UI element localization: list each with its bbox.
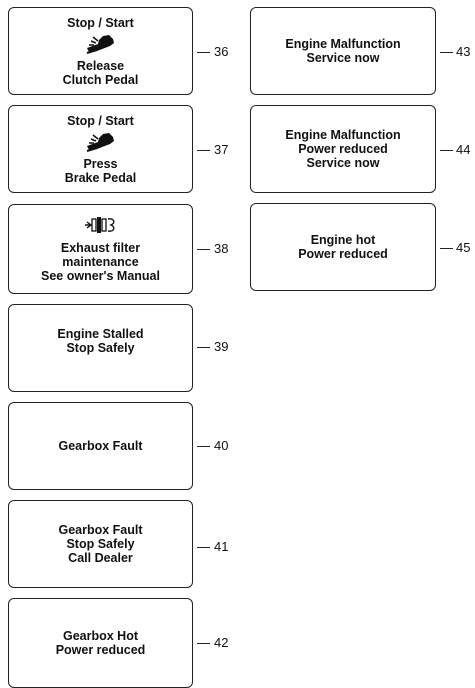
leader-line [197,150,210,151]
leader-line [197,446,210,447]
panel-message: Gearbox Hot Power reduced [55,629,146,657]
panel-message: Gearbox Fault [58,439,143,453]
message-panel-42: Gearbox Hot Power reduced [8,598,193,688]
leader-line [440,248,453,249]
panel-message: Engine Malfunction Service now [285,37,401,65]
reference-number: 42 [214,635,229,650]
reference-number: 39 [214,339,229,354]
message-panel-44: Engine Malfunction Power reduced Service… [250,105,436,193]
message-panel-45: Engine hot Power reduced [250,203,436,291]
panel-header: Stop / Start [67,113,134,128]
message-panel-37: Stop / Start Press Brake Pedal [8,105,193,193]
reference-number: 36 [214,44,229,59]
leader-line [197,347,210,348]
leader-line [197,249,210,250]
reference-number: 38 [214,241,229,256]
leader-line [440,52,453,53]
foot-pedal-icon [86,34,114,54]
message-panel-38: Exhaust filter maintenance See owner's M… [8,204,193,294]
reference-number: 44 [456,142,471,157]
message-panel-39: Engine Stalled Stop Safely [8,304,193,392]
panel-header: Stop / Start [67,15,134,30]
reference-number: 40 [214,438,229,453]
leader-line [197,52,210,53]
message-panel-40: Gearbox Fault [8,402,193,490]
panel-message: Engine Stalled Stop Safely [57,327,144,355]
leader-line [197,643,210,644]
panel-message: Engine hot Power reduced [298,233,388,261]
reference-number: 45 [456,240,471,255]
message-panel-41: Gearbox Fault Stop Safely Call Dealer [8,500,193,588]
foot-pedal-icon [86,132,114,152]
reference-number: 37 [214,142,229,157]
reference-number: 41 [214,539,229,554]
reference-number: 43 [456,44,471,59]
panel-message: Engine Malfunction Power reduced Service… [285,128,401,170]
panel-message: Press Brake Pedal [64,156,137,185]
panel-message: Gearbox Fault Stop Safely Call Dealer [58,523,143,565]
leader-line [197,547,210,548]
leader-line [440,150,453,151]
panel-message: Exhaust filter maintenance See owner's M… [41,241,160,283]
panel-message: Release Clutch Pedal [62,58,139,87]
message-panel-43: Engine Malfunction Service now [250,7,436,95]
message-panel-36: Stop / Start Release Clutch Pedal [8,7,193,95]
exhaust-filter-icon [84,217,115,233]
